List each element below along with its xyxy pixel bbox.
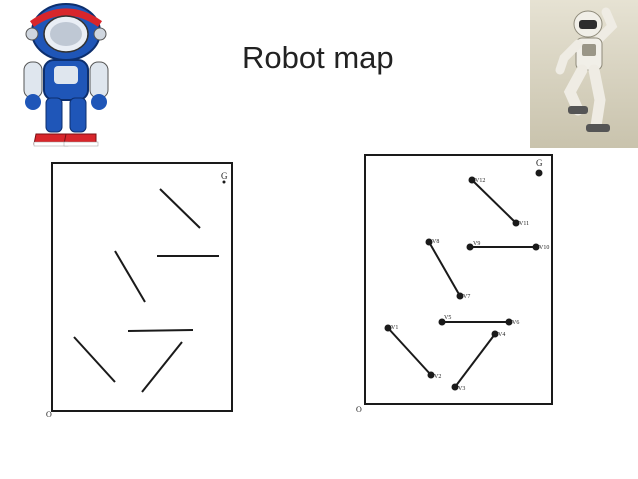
vertex-label-v10: V10 xyxy=(539,245,549,251)
edge-v1-v2 xyxy=(387,327,432,376)
goal-label: G xyxy=(221,171,228,181)
vertex-v8 xyxy=(425,238,433,246)
vertex-v6 xyxy=(505,318,513,326)
goal-label: G xyxy=(536,158,543,168)
vertex-v7 xyxy=(456,292,464,300)
slide-title: Robot map xyxy=(242,40,394,75)
vertex-label-v8: V8 xyxy=(432,239,439,245)
obstacle-line xyxy=(73,336,116,383)
obstacle-line xyxy=(141,341,183,393)
obstacle-line xyxy=(114,250,146,303)
vertex-label-v2: V2 xyxy=(434,374,441,380)
edge-v12-v11 xyxy=(471,179,517,224)
vertex-label-v1: V1 xyxy=(391,325,398,331)
vertex-v11 xyxy=(512,219,520,227)
obstacle-line xyxy=(159,188,201,229)
vertex-v10 xyxy=(532,243,540,251)
vertex-label-v7: V7 xyxy=(463,294,470,300)
goal-point xyxy=(535,169,543,177)
cartoon-robot-icon xyxy=(23,3,109,147)
map-border xyxy=(364,154,553,405)
vertex-v9 xyxy=(466,243,474,251)
obstacle-line xyxy=(127,329,194,332)
vertex-v2 xyxy=(427,371,435,379)
vertex-label-v9: V9 xyxy=(473,241,480,247)
humanoid-robot-photo xyxy=(530,0,638,148)
obstacle-map: G O xyxy=(46,162,233,418)
vertex-v4 xyxy=(491,330,499,338)
visibility-graph-map: V1 V2 V3 V4 V5 V6 V7 V8 V9 V10 V11 V12 G… xyxy=(356,154,553,414)
vertex-label-v12: V12 xyxy=(475,178,485,184)
vertex-label-v5: V5 xyxy=(444,315,451,321)
origin-label: O xyxy=(46,410,52,418)
vertex-label-v6: V6 xyxy=(512,320,519,326)
goal-point xyxy=(222,180,226,184)
vertex-v3 xyxy=(451,383,459,391)
vertex-v12 xyxy=(468,176,476,184)
vertex-label-v3: V3 xyxy=(458,386,465,392)
vertex-v1 xyxy=(384,324,392,332)
edge-v4-v3 xyxy=(454,333,496,388)
edge-v8-v7 xyxy=(428,241,461,297)
origin-label: O xyxy=(356,405,362,414)
map-border xyxy=(51,162,233,412)
vertex-label-v4: V4 xyxy=(498,332,505,338)
vertex-label-v11: V11 xyxy=(519,221,529,227)
vertex-v5 xyxy=(438,318,446,326)
